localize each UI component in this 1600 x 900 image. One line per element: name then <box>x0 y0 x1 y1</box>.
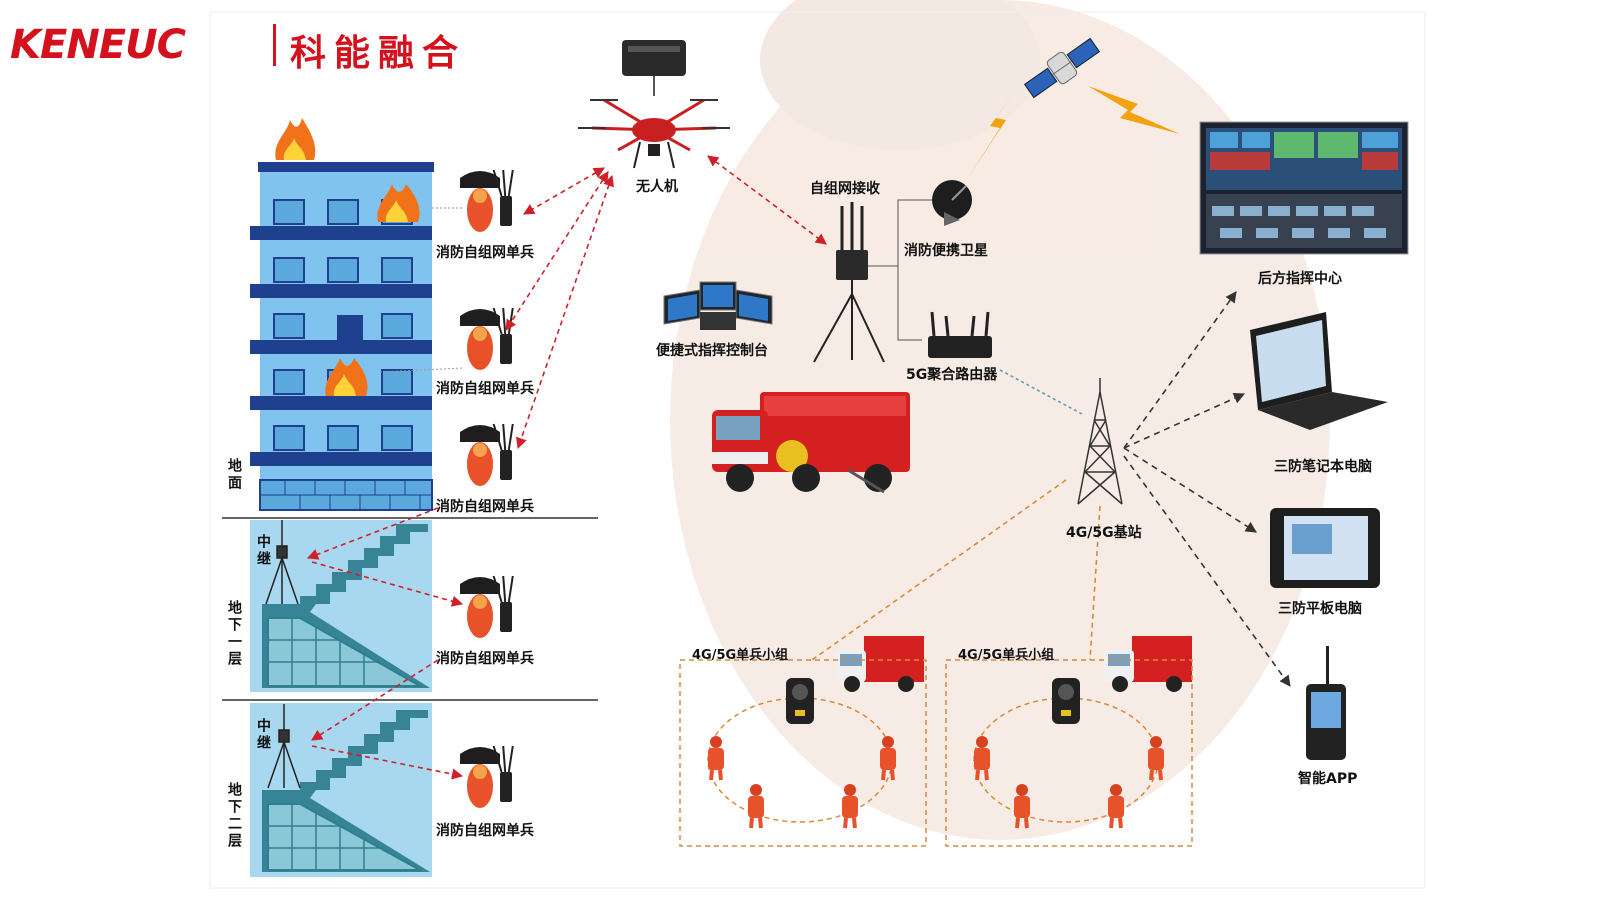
firefighter-radio-unit-icon <box>460 169 514 232</box>
basement-2-label: 地下二层 <box>226 782 242 850</box>
fire-engine-icon <box>1104 636 1192 692</box>
firefighter-radio-unit-icon <box>460 745 514 808</box>
receiver-connectors <box>868 199 934 341</box>
soldier-label: 消防自组网单兵 <box>436 381 534 397</box>
firefighter-radio-unit-icon <box>460 423 514 486</box>
mesh-receiver-icon <box>813 202 885 363</box>
relay-tripod <box>265 520 299 605</box>
wireless-bolt-icon <box>1088 86 1180 134</box>
signal-link <box>1123 447 1257 533</box>
signal-link <box>311 659 439 741</box>
team-label: 4G/5G单兵小组 <box>692 648 789 663</box>
command-truck-icon <box>712 392 910 494</box>
building <box>250 162 434 511</box>
firefighter-icon <box>842 784 858 829</box>
smart-radio-icon <box>1306 646 1346 760</box>
firefighter-icon <box>1014 784 1030 829</box>
relay-tripod <box>267 704 301 789</box>
fire-engine-icon <box>836 636 924 692</box>
basement-1-label: 地下一层 <box>226 600 242 668</box>
fire-icon <box>325 358 368 396</box>
mesh-receiver-label: 自组网接收 <box>810 181 880 197</box>
console-icon <box>663 281 773 330</box>
signal-link <box>1123 455 1291 687</box>
basement-level-2 <box>250 703 432 877</box>
command-center-image <box>1199 121 1409 255</box>
signal-link <box>311 745 464 780</box>
signal-link <box>515 174 615 450</box>
fire-icon <box>377 184 420 222</box>
brand-logo-latin: KENEUC <box>10 22 186 68</box>
command-center-label: 后方指挥中心 <box>1258 271 1342 287</box>
satellite-dish-icon <box>932 180 972 226</box>
satellite-dish-label: 消防便携卫星 <box>904 243 988 259</box>
firefighter-icon <box>974 736 990 781</box>
firefighter-icon <box>708 736 724 781</box>
drone-icon <box>578 40 730 169</box>
team-label: 4G/5G单兵小组 <box>958 648 1055 663</box>
laptop-icon <box>1250 312 1388 430</box>
brand-logo-chinese: 科能融合 <box>290 33 467 74</box>
firefighter-icon <box>1108 784 1124 829</box>
soldier-label: 消防自组网单兵 <box>436 245 534 261</box>
firefighter-icon <box>1148 736 1164 781</box>
ground-label: 地面 <box>226 458 242 492</box>
router-label: 5G聚合路由器 <box>906 367 998 383</box>
tablet-icon <box>1270 508 1380 588</box>
firefighter-icon <box>748 784 764 829</box>
fire-icon <box>275 118 316 160</box>
soldier-label: 消防自组网单兵 <box>436 499 534 515</box>
router-icon <box>928 311 992 358</box>
satellite-icon <box>1023 37 1101 99</box>
soldier-label: 消防自组网单兵 <box>436 823 534 839</box>
signal-link <box>523 167 605 215</box>
soldier-label: 消防自组网单兵 <box>436 651 534 667</box>
base-station-label: 4G/5G基站 <box>1066 525 1142 541</box>
smart-app-label: 智能APP <box>1298 771 1358 787</box>
firefighter-radio-unit-icon <box>460 307 514 370</box>
body-camera-icon <box>1052 678 1080 724</box>
signal-link <box>811 479 1067 661</box>
base-station-tower-icon <box>1077 378 1123 505</box>
content-frame <box>209 11 1426 889</box>
tablet-label: 三防平板电脑 <box>1278 601 1362 617</box>
signal-link <box>707 155 827 245</box>
firefighter-icon <box>880 736 896 781</box>
background-firefighter-silhouette <box>670 0 1330 840</box>
laptop-label: 三防笔记本电脑 <box>1274 459 1372 475</box>
drone-label: 无人机 <box>636 179 678 195</box>
relay-label: 中继 <box>255 718 271 752</box>
signal-link <box>311 561 464 607</box>
floor-connectors <box>379 207 463 373</box>
brand-logo-divider <box>273 24 276 66</box>
console-label: 便捷式指挥控制台 <box>656 343 768 359</box>
signal-link <box>1089 505 1101 661</box>
body-camera-icon <box>786 678 814 724</box>
relay-label: 中继 <box>255 534 271 568</box>
firefighter-radio-unit-icon <box>460 575 514 638</box>
